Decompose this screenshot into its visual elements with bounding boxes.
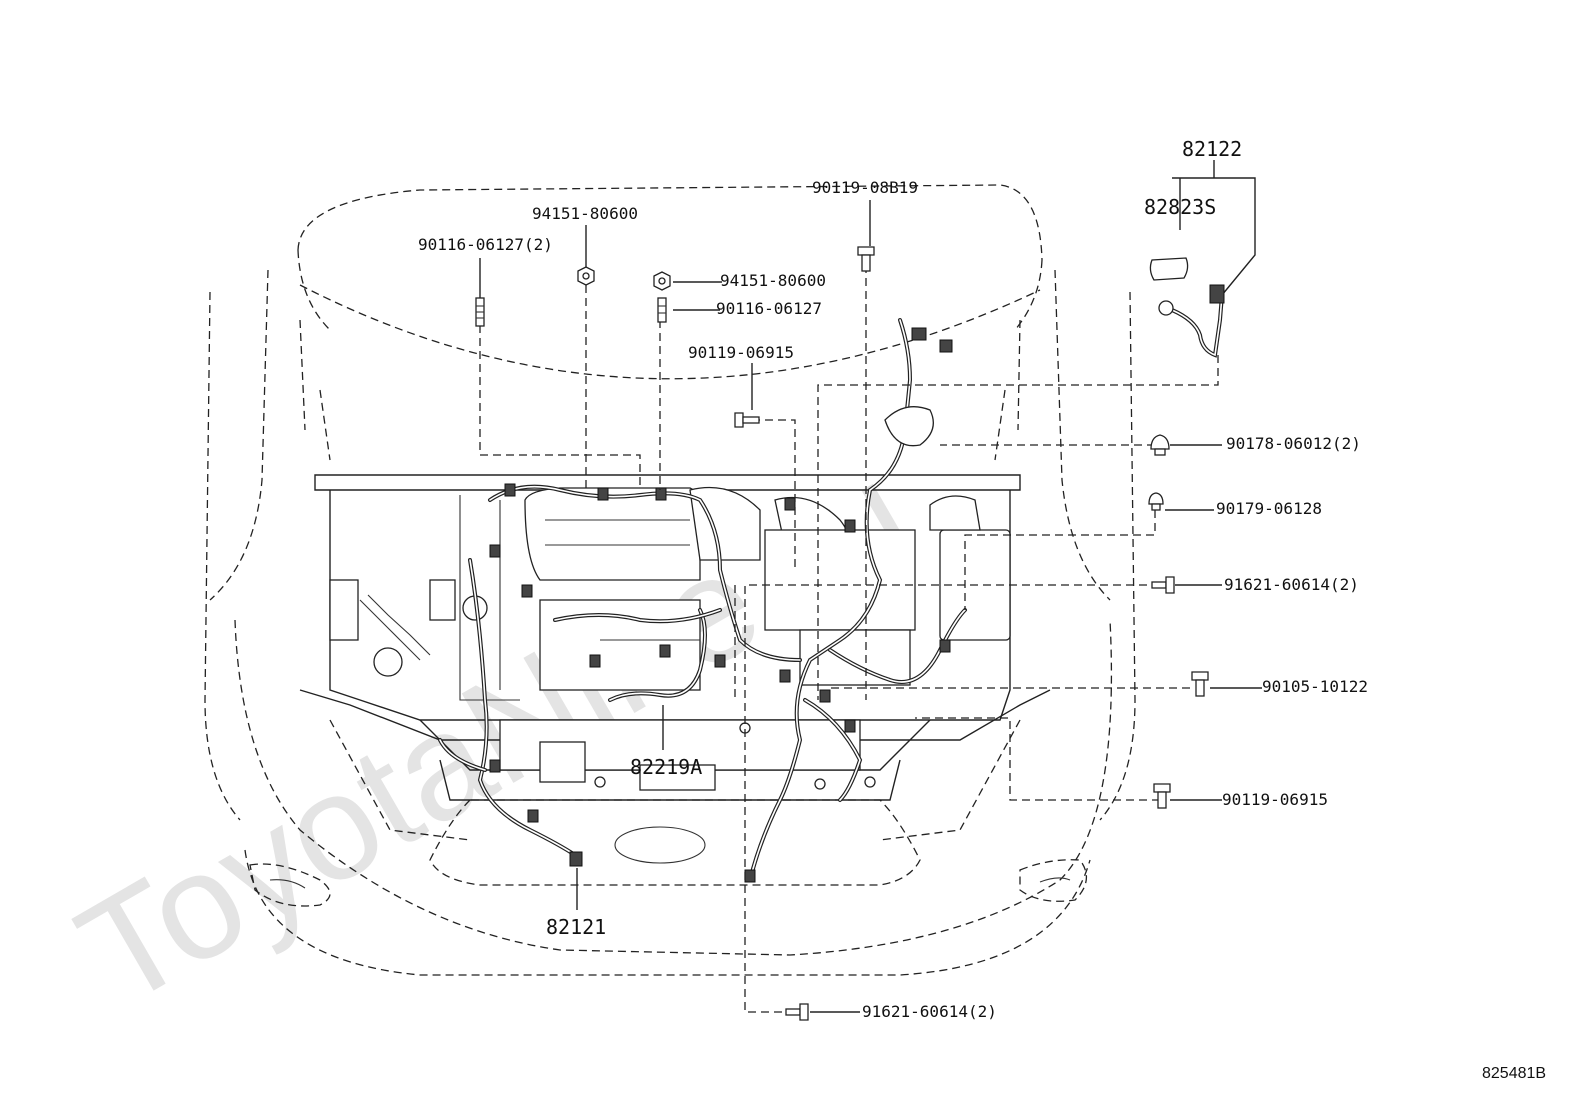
clip-icon[interactable] [1150,434,1170,456]
bolt-icon[interactable] [785,1003,809,1021]
stud-icon[interactable] [475,297,485,327]
cap-icon[interactable] [1149,257,1189,281]
label-90178-06012x2[interactable]: 90178-06012(2) [1226,434,1361,453]
bolt-icon[interactable] [734,412,760,428]
bolt-icon[interactable] [1151,576,1175,594]
clip-icon[interactable] [1148,492,1164,511]
bolt-icon[interactable] [1153,783,1171,809]
solid-leaders [479,160,1262,1013]
label-90116-06127x2[interactable]: 90116-06127(2) [418,235,553,254]
stud-icon[interactable] [657,297,667,323]
label-91621-60614x2-bottom[interactable]: 91621-60614(2) [862,1002,997,1021]
vehicle-outline [204,184,1136,976]
label-94151-80600-top[interactable]: 94151-80600 [532,204,638,223]
label-90179-06128[interactable]: 90179-06128 [1216,499,1322,518]
label-94151-80600-right[interactable]: 94151-80600 [720,271,826,290]
connectors [489,327,953,883]
label-90119-06915-top[interactable]: 90119-06915 [688,343,794,362]
label-82823s[interactable]: 82823S [1144,195,1216,219]
nut-icon[interactable] [577,266,595,286]
label-90105-10122[interactable]: 90105-10122 [1262,677,1368,696]
leader-lines [479,265,1219,1013]
part-labels: 82122 82823S 90119-08B19 94151-80600 901… [418,137,1546,1082]
label-91621-60614x2-right[interactable]: 91621-60614(2) [1224,575,1359,594]
nut-icon[interactable] [653,271,671,291]
label-90116-06127[interactable]: 90116-06127 [716,299,822,318]
label-82122[interactable]: 82122 [1182,137,1242,161]
grommet-icon [884,406,934,447]
label-90119-06915-lower[interactable]: 90119-06915 [1222,790,1328,809]
label-82219a[interactable]: 82219A [630,755,702,779]
bolt-icon[interactable] [857,246,875,272]
figure-code: 825481B [1482,1065,1546,1082]
label-82121[interactable]: 82121 [546,915,606,939]
sub-harness-82122[interactable] [1158,284,1225,358]
label-90119-08b19[interactable]: 90119-08B19 [812,178,918,197]
bolt-icon[interactable] [1191,671,1209,697]
